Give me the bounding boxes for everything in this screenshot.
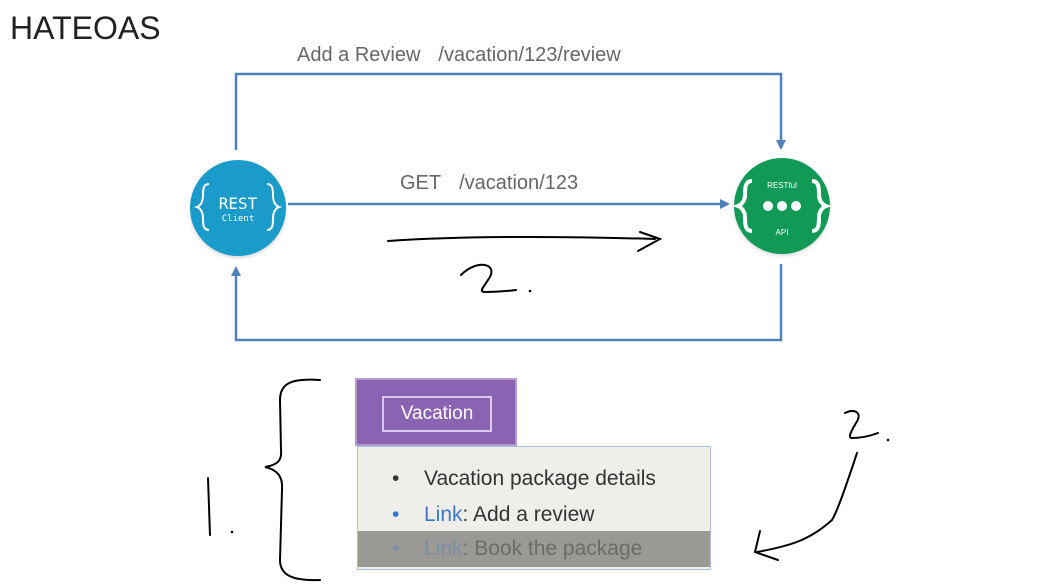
bullet: •	[392, 537, 400, 560]
resource-item-add-review: • Link: Add a review	[358, 497, 710, 533]
handwritten-arrow	[387, 231, 663, 252]
resource-item-text: Vacation package details	[424, 467, 656, 490]
review-request-label: Add a Review/vacation/123/review	[297, 44, 621, 67]
link-word: Link	[424, 503, 463, 526]
rest-client-main-label: REST	[218, 194, 258, 213]
link-text: : Add a review	[462, 503, 595, 526]
resource-item-text: Link: Book the package	[424, 531, 642, 567]
bullet: •	[392, 503, 400, 526]
api-top-label: RESTful	[767, 181, 797, 190]
bullet: •	[392, 467, 400, 490]
handwritten-one	[207, 477, 211, 536]
rest-client-sub-label: Client	[221, 214, 255, 224]
review-flow-arrow	[234, 72, 786, 150]
get-path: /vacation/123	[459, 172, 579, 194]
handwritten-dot-right	[886, 438, 890, 442]
review-path: /vacation/123/review	[438, 44, 621, 66]
vacation-resource-header: Vacation	[355, 378, 517, 446]
get-method: GET	[400, 172, 442, 194]
vacation-resource-body: • Vacation package details • Link: Add a…	[357, 446, 711, 570]
handwritten-two-right	[844, 410, 879, 440]
link-word: Link	[424, 537, 463, 560]
get-request-label: GET/vacation/123	[400, 172, 578, 195]
handwritten-two-mid	[460, 263, 517, 294]
page-title: HATEOAS	[10, 10, 161, 46]
resource-item-details: • Vacation package details	[358, 461, 710, 497]
handwritten-brace	[264, 378, 321, 582]
rest-client-node: REST Client	[190, 160, 286, 256]
handwritten-arrow-right	[753, 452, 858, 561]
response-flow-arrow	[231, 264, 783, 342]
resource-item-book-package: • Link: Book the package	[358, 531, 710, 567]
vacation-resource-tab: Vacation	[382, 396, 492, 432]
review-method: Add a Review	[297, 44, 421, 66]
handwritten-dot-mid	[528, 289, 532, 293]
restful-api-node: RESTful API	[734, 158, 830, 254]
api-bottom-label: API	[775, 228, 789, 237]
resource-item-text: Link: Add a review	[424, 497, 594, 533]
handwritten-dot-one	[230, 530, 234, 534]
link-text: : Book the package	[462, 537, 643, 560]
